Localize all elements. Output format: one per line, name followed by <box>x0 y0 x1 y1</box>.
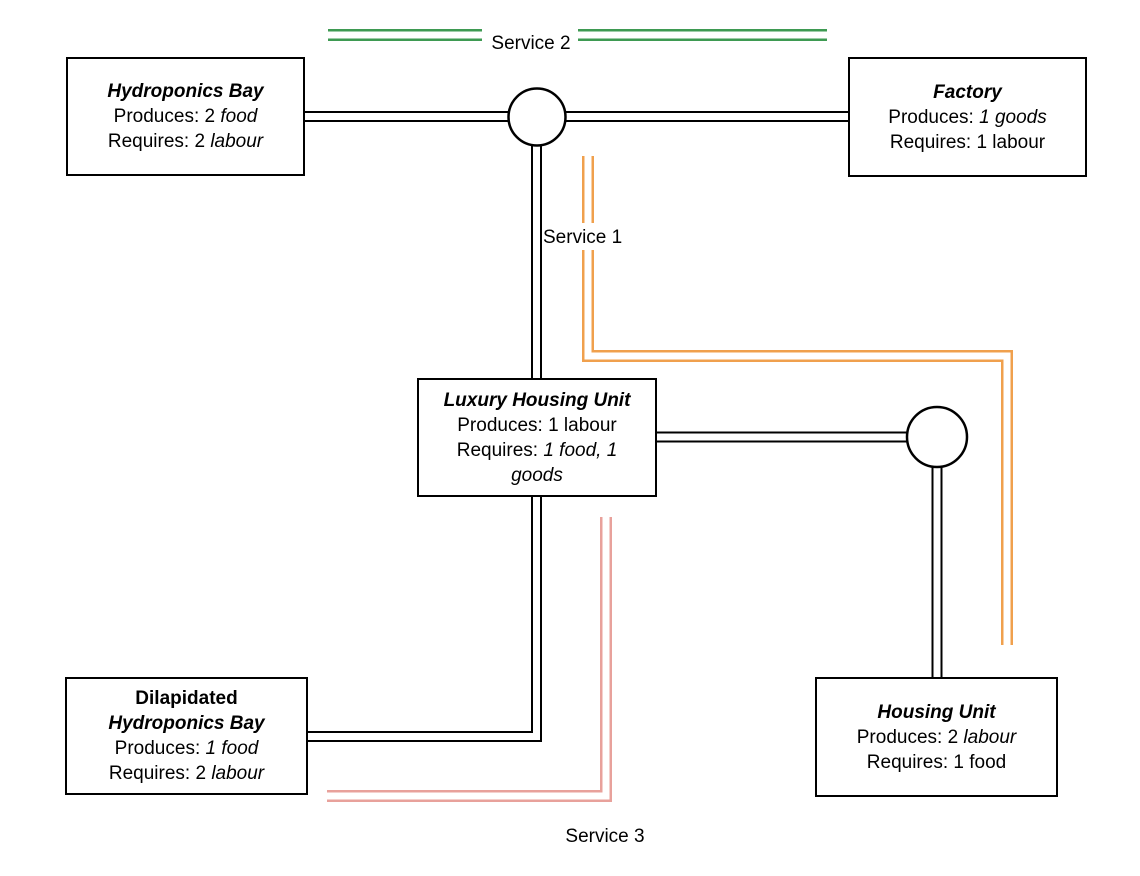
node-produces: Produces: 1 goods <box>888 105 1046 130</box>
node-title: Hydroponics Bay <box>107 81 264 102</box>
service1-label: Service 1 <box>543 227 623 248</box>
requires-value: labour <box>211 763 265 784</box>
requires-value-line2: goods <box>511 464 563 486</box>
node-luxury-housing-unit[interactable]: Luxury Housing Unit Produces: 1 labour R… <box>417 378 657 497</box>
node-produces: Produces: 2 labour <box>857 725 1017 750</box>
requires-prefix: Requires: <box>456 439 544 461</box>
service3-line[interactable] <box>327 517 612 802</box>
produces-value: 1 food <box>205 738 259 759</box>
requires-prefix: Requires: 2 <box>107 131 211 152</box>
node-title: Factory <box>933 81 1002 103</box>
node-housing-unit[interactable]: Housing Unit Produces: 2 labour Requires… <box>815 677 1058 797</box>
node-factory[interactable]: Factory Produces: 1 goods Requires: 1 la… <box>848 57 1087 177</box>
node-title: Housing Unit <box>877 701 996 723</box>
node-requires: Requires: 2 labour <box>108 129 263 154</box>
requires-prefix: Requires: 2 <box>108 763 212 784</box>
produces-prefix: Produces: 2 <box>113 106 221 127</box>
node-title-line1: Dilapidated <box>135 688 238 709</box>
service3-line-inner <box>327 517 610 800</box>
service3-label: Service 3 <box>565 826 645 847</box>
produces-prefix: Produces: <box>114 738 206 759</box>
node-hydroponics-bay[interactable]: Hydroponics Bay Produces: 2 food Require… <box>66 57 305 176</box>
requires-text: Requires: 1 food <box>866 751 1007 773</box>
node-title-line2: Hydroponics Bay <box>108 713 265 734</box>
requires-value-line1: 1 food, 1 <box>543 439 618 461</box>
service2-label: Service 2 <box>491 33 571 54</box>
requires-value: labour <box>210 131 264 152</box>
edge-luxury-dilapidated-inner <box>307 497 540 740</box>
produces-prefix: Produces: <box>888 106 980 128</box>
produces-text: Produces: 1 labour <box>457 414 617 436</box>
edge-luxury-dilapidated-outer[interactable] <box>307 497 542 742</box>
produces-value: 1 goods <box>979 106 1047 128</box>
produces-value: food <box>220 106 258 127</box>
service1-line-main-inner <box>584 250 1011 645</box>
junction-node-1[interactable] <box>507 87 567 147</box>
node-produces: Produces: 1 food <box>115 736 259 761</box>
node-produces: Produces: 2 food <box>114 104 258 129</box>
produces-prefix: Produces: 2 <box>856 726 964 748</box>
node-title: Luxury Housing Unit <box>443 389 631 411</box>
node-requires: Requires: 2 labour <box>109 761 264 786</box>
node-requires: Requires: 1 food, 1 goods <box>457 438 618 488</box>
node-produces: Produces: 1 labour <box>457 413 617 438</box>
junction-node-2[interactable] <box>905 405 969 469</box>
service1-line-main[interactable] <box>582 250 1013 645</box>
edge-luxury-dilapidated[interactable] <box>307 497 542 742</box>
node-requires: Requires: 1 food <box>867 750 1006 775</box>
service3-line-outer[interactable] <box>327 517 612 802</box>
requires-text: Requires: 1 labour <box>889 131 1046 153</box>
produces-value: labour <box>963 726 1017 748</box>
node-dilapidated-hydroponics-bay[interactable]: Dilapidated Hydroponics Bay Produces: 1 … <box>65 677 308 795</box>
node-requires: Requires: 1 labour <box>890 130 1045 155</box>
